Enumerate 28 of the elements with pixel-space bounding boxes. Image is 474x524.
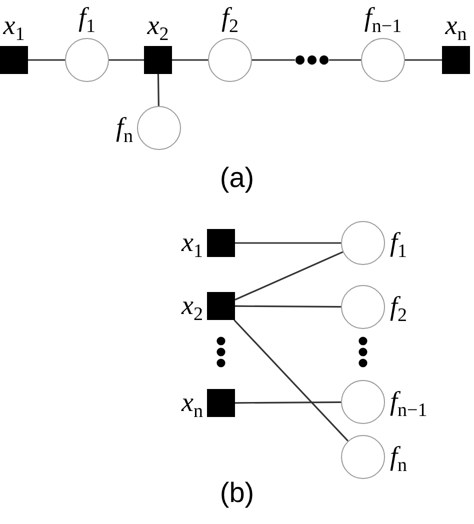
connector-line <box>109 59 144 61</box>
panel-label: (a) <box>220 164 254 192</box>
node-label: f$_{n−1}$ <box>390 388 428 420</box>
node-label: f$_{n−1}$ <box>364 4 402 36</box>
node-label: f$_{n}$ <box>390 443 408 475</box>
node-label: f$_{1}$ <box>78 4 96 36</box>
connector-line <box>235 242 341 244</box>
node-label: x$_{2}$ <box>182 292 203 324</box>
node-label: f$_{2}$ <box>390 293 408 325</box>
connector-line <box>329 59 361 61</box>
connector-line <box>235 401 341 404</box>
node-label: x$_{1}$ <box>182 229 203 261</box>
node-label: f$_{n}$ <box>116 114 133 146</box>
connector-line <box>235 305 341 308</box>
connector-line <box>234 251 344 301</box>
node-label: x$_{n}$ <box>445 12 467 44</box>
connector-line <box>252 59 295 61</box>
connector-line <box>234 319 349 442</box>
node-label: f$_{2}$ <box>222 4 239 36</box>
node-label: f$_{1}$ <box>390 229 408 261</box>
connector-line <box>157 74 160 106</box>
connector-line <box>405 59 442 61</box>
node-label: x$_{1}$ <box>3 12 25 44</box>
connector-line <box>172 59 208 61</box>
node-label: x$_{2}$ <box>147 12 169 44</box>
connector-line <box>28 59 65 61</box>
panel-label: (b) <box>220 479 254 507</box>
node-label: x$_{n}$ <box>182 389 203 421</box>
